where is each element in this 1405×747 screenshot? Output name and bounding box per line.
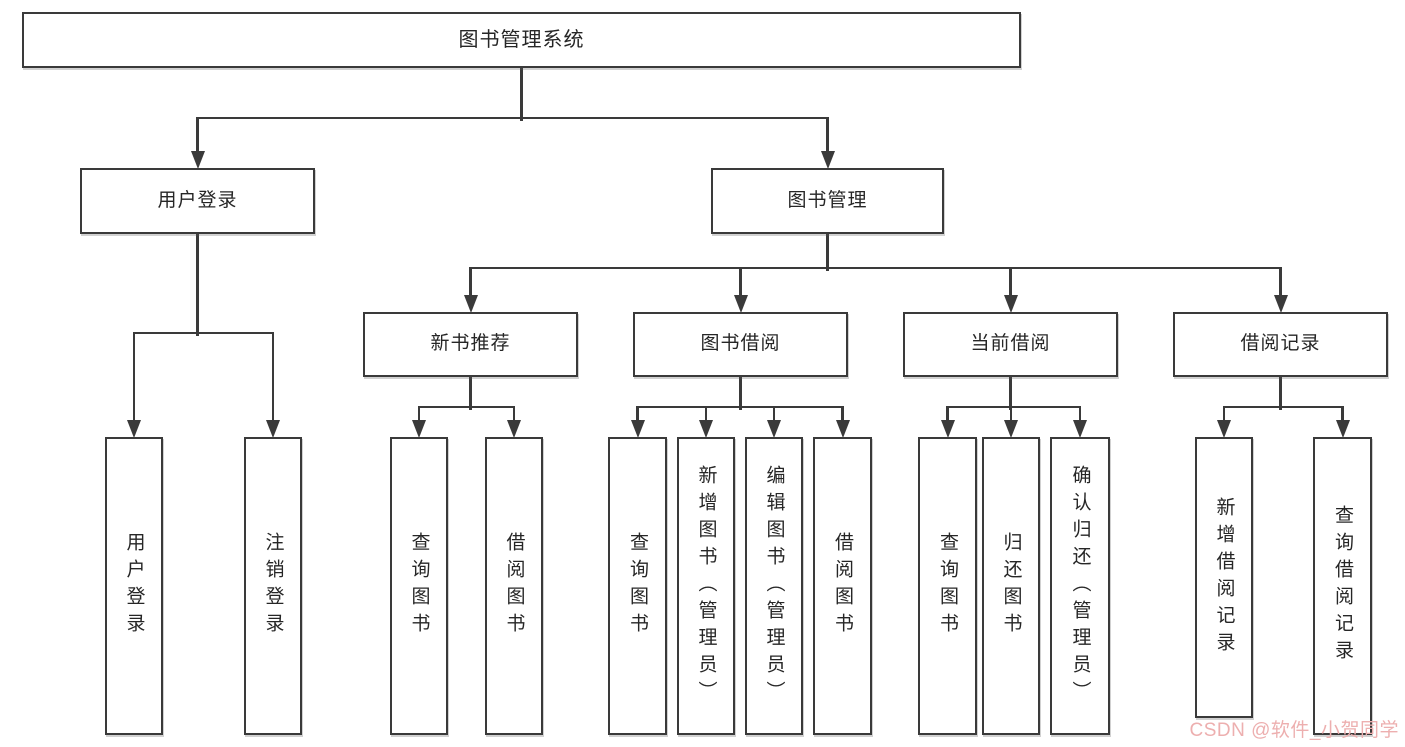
node-book-mgmt: 图书管理: [711, 168, 944, 234]
node-leaf-query-book-2: 查询图书: [608, 437, 667, 735]
node-label-leaf-edit-book: 编辑图书（管理员）: [763, 464, 785, 708]
node-leaf-query-book-3: 查询图书: [918, 437, 977, 735]
connector-line: [739, 268, 742, 298]
node-new-book-rec: 新书推荐: [363, 312, 578, 377]
arrow-down-icon: [463, 295, 478, 313]
arrow-down-icon: [630, 420, 645, 438]
arrow-down-icon: [940, 420, 955, 438]
arrow-down-icon: [1003, 295, 1018, 313]
arrow-down-icon: [127, 420, 141, 438]
node-label-leaf-borrow-book-1: 借阅图书: [503, 532, 525, 640]
node-borrow-records: 借阅记录: [1173, 312, 1388, 377]
node-label-borrow-records: 借阅记录: [1240, 333, 1321, 355]
node-label-new-book-rec: 新书推荐: [430, 333, 511, 355]
node-leaf-return-book: 归还图书: [982, 437, 1040, 735]
connector-line: [1078, 407, 1082, 423]
node-leaf-confirm-return: 确认归还（管理员）: [1050, 437, 1110, 735]
node-leaf-borrow-book-2: 借阅图书: [813, 437, 872, 735]
csdn-watermark: CSDN @软件_小贺同学: [1189, 720, 1399, 741]
node-label-leaf-query-borrow-record: 查询借阅记录: [1332, 505, 1353, 667]
node-leaf-borrow-book-1: 借阅图书: [485, 437, 543, 735]
node-label-leaf-return-book: 归还图书: [1000, 532, 1022, 640]
node-label-leaf-user-login: 用户登录: [123, 532, 145, 640]
connector-line: [636, 407, 639, 423]
connector-line: [520, 68, 523, 121]
arrow-down-icon: [835, 420, 850, 438]
node-leaf-edit-book: 编辑图书（管理员）: [745, 437, 803, 735]
connector-line: [636, 405, 844, 409]
connector-line: [196, 118, 199, 154]
node-leaf-add-book: 新增图书（管理员）: [677, 437, 735, 735]
node-label-leaf-query-book-1: 查询图书: [408, 532, 430, 640]
node-leaf-logout: 注销登录: [244, 437, 302, 735]
connector-line: [132, 333, 136, 423]
node-label-leaf-query-book-3: 查询图书: [937, 532, 958, 640]
arrow-down-icon: [507, 420, 521, 438]
node-book-borrow: 图书借阅: [633, 312, 848, 377]
arrow-down-icon: [1273, 295, 1288, 313]
node-label-user-login: 用户登录: [157, 189, 238, 211]
connector-line: [1341, 407, 1344, 423]
connector-line: [946, 405, 1082, 409]
connector-line: [417, 405, 516, 409]
arrow-down-icon: [767, 420, 781, 438]
connector-line: [417, 407, 421, 423]
node-label-current-borrow: 当前借阅: [970, 333, 1051, 355]
node-label-book-borrow: 图书借阅: [700, 333, 781, 355]
connector-line: [1009, 407, 1013, 423]
arrow-down-icon: [733, 295, 748, 313]
arrow-down-icon: [190, 151, 205, 169]
connector-line: [196, 116, 829, 120]
connector-line: [469, 266, 1282, 270]
node-label-leaf-add-borrow-record: 新增借阅记录: [1213, 496, 1235, 659]
node-label-leaf-confirm-return: 确认归还（管理员）: [1069, 464, 1091, 708]
arrow-down-icon: [1004, 420, 1018, 438]
arrow-down-icon: [1073, 420, 1087, 438]
connector-line: [1279, 268, 1282, 298]
connector-line: [196, 234, 199, 336]
connector-line: [1009, 377, 1012, 410]
connector-line: [1009, 268, 1012, 298]
node-label-book-mgmt: 图书管理: [787, 189, 868, 211]
node-leaf-query-borrow-record: 查询借阅记录: [1313, 437, 1372, 735]
connector-line: [1222, 407, 1226, 423]
node-label-root: 图书管理系统: [458, 29, 585, 51]
arrow-down-icon: [266, 420, 280, 438]
connector-line: [512, 407, 516, 423]
arrow-down-icon: [699, 420, 713, 438]
arrow-down-icon: [820, 151, 835, 169]
connector-line: [469, 268, 472, 298]
node-label-leaf-logout: 注销登录: [262, 532, 284, 640]
arrow-down-icon: [412, 420, 426, 438]
connector-line: [772, 407, 776, 423]
connector-line: [1279, 377, 1282, 410]
arrow-down-icon: [1335, 420, 1350, 438]
node-leaf-query-book-1: 查询图书: [390, 437, 448, 735]
connector-line: [826, 234, 829, 271]
connector-line: [826, 118, 829, 154]
connector-line: [271, 333, 275, 423]
connector-line: [739, 377, 742, 410]
arrow-down-icon: [1217, 420, 1231, 438]
node-leaf-add-borrow-record: 新增借阅记录: [1195, 437, 1253, 718]
node-leaf-user-login: 用户登录: [105, 437, 163, 735]
connector-line: [469, 377, 472, 410]
node-label-leaf-query-book-2: 查询图书: [627, 532, 648, 640]
connector-line: [132, 331, 275, 335]
node-user-login: 用户登录: [80, 168, 315, 234]
node-label-leaf-add-book: 新增图书（管理员）: [695, 464, 717, 708]
connector-line: [841, 407, 844, 423]
connector-line: [1222, 405, 1344, 409]
node-current-borrow: 当前借阅: [903, 312, 1118, 377]
connector-line: [946, 407, 949, 423]
node-label-leaf-borrow-book-2: 借阅图书: [832, 532, 853, 640]
connector-line: [704, 407, 708, 423]
node-root: 图书管理系统: [22, 12, 1021, 68]
